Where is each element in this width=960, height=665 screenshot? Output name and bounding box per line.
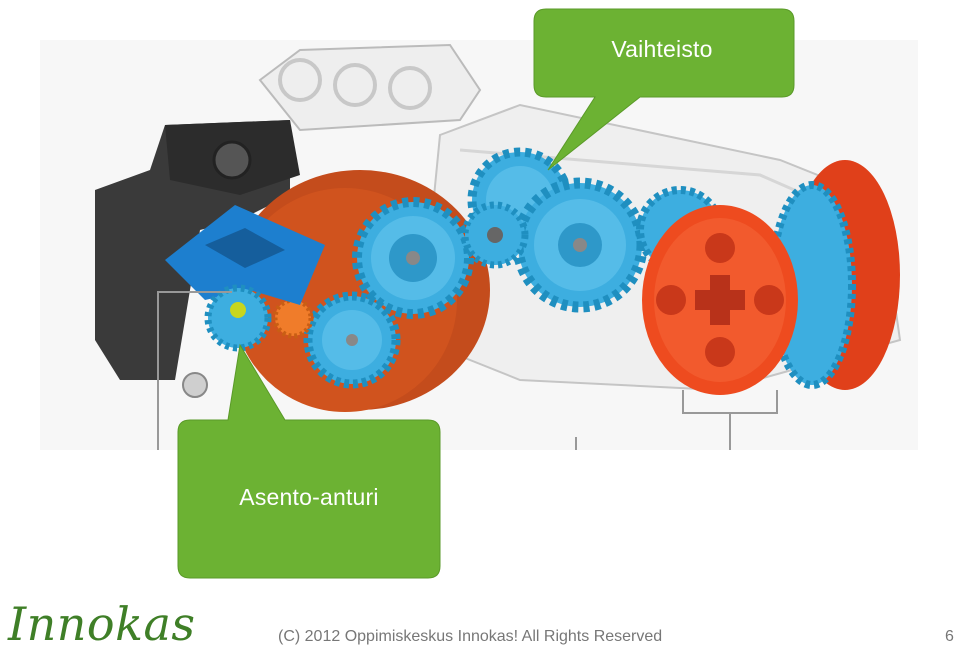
callout-bubble-gearbox <box>533 8 795 171</box>
output-hub-red <box>642 160 900 395</box>
callout-bubble-sensor <box>177 343 441 579</box>
hub-bracket <box>682 390 778 450</box>
screw-icon <box>182 372 208 398</box>
top-hole-2 <box>333 63 377 107</box>
top-hole-1 <box>278 58 322 102</box>
sensor-bracket-line <box>157 291 232 450</box>
gear-right-large <box>512 177 648 313</box>
innokas-logo: Innokas <box>8 597 196 651</box>
callout-sensor-label: Asento-anturi <box>239 484 379 510</box>
callout-gearbox-label: Vaihteisto <box>611 36 713 62</box>
pinion-orange <box>272 297 314 339</box>
gear-small-left <box>461 201 529 269</box>
small-gear-lower <box>303 291 401 389</box>
transparent-top-cap <box>258 43 482 132</box>
housing-hole <box>212 140 252 180</box>
position-sensor <box>165 205 325 352</box>
top-hole-3 <box>388 66 432 110</box>
large-gear-center <box>352 197 474 319</box>
copyright-text: (C) 2012 Oppimiskeskus Innokas! All Righ… <box>278 628 663 645</box>
slide-number: 6 <box>945 628 954 645</box>
